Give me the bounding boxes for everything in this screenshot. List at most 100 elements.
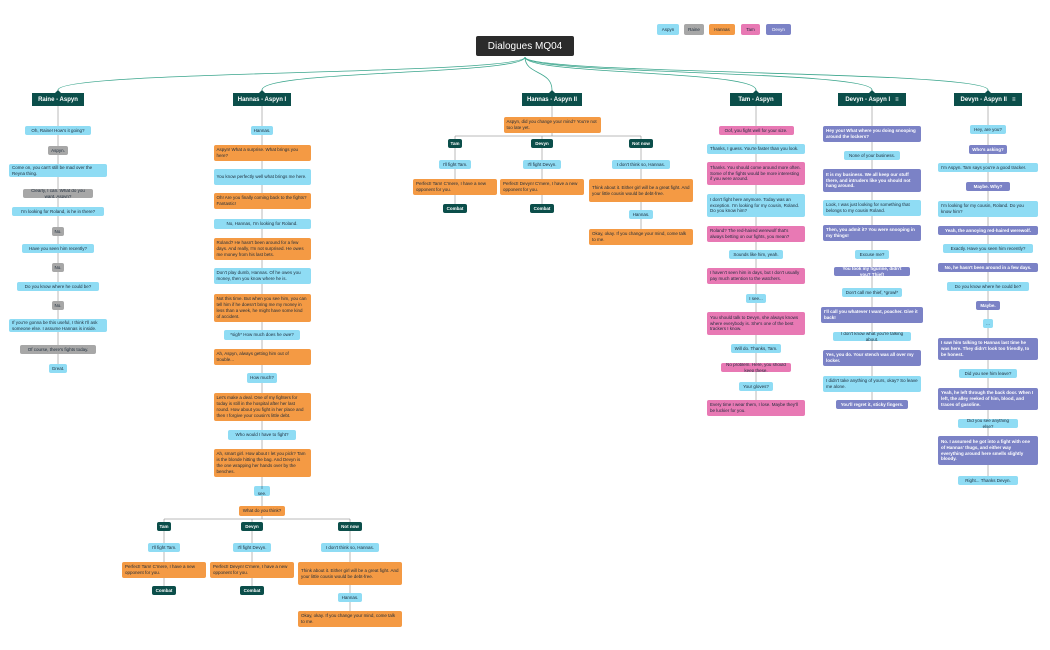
aspyn-line-node[interactable]: Right... Thanks Devyn.: [958, 476, 1018, 485]
tam-line-node[interactable]: Every time I wear them, I lose. Maybe th…: [707, 400, 805, 416]
aspyn-line-node[interactable]: I see...: [746, 294, 766, 303]
tam-line-node[interactable]: Thanks. You should come around more ofte…: [707, 162, 805, 185]
aspyn-line-node[interactable]: Don't play dumb, Hannas. Of he owes you …: [213, 268, 311, 284]
aspyn-line-node[interactable]: Hannas.: [629, 210, 653, 219]
column-header-1[interactable]: Hannas - Aspyn I: [233, 90, 291, 106]
aspyn-line-node[interactable]: ...: [983, 319, 993, 328]
combat-node[interactable]: Combat: [240, 586, 264, 595]
aspyn-line-node[interactable]: I'm Aspyn. Tam says you're a good tracke…: [938, 163, 1038, 172]
branch-option-1[interactable]: Devyn: [531, 139, 553, 148]
tam-line-node[interactable]: I haven't seen him in days, but I don't …: [707, 268, 805, 284]
aspyn-line-node[interactable]: Look, I was just looking for something t…: [823, 200, 921, 216]
aspyn-line-node[interactable]: Did you see him leave?: [959, 369, 1017, 378]
aspyn-line-node[interactable]: Don't call me thief, *growl*: [842, 288, 902, 297]
hannas-line-node[interactable]: Oh! Are you finally coming back to the f…: [213, 193, 311, 209]
hannas-line-node[interactable]: Okay, okay. If you change your mind, com…: [589, 229, 693, 245]
hannas-line-node[interactable]: Ah, smart girl. How about I let you pick…: [213, 449, 311, 477]
branch-option-0[interactable]: Tam: [448, 139, 462, 148]
aspyn-line-node[interactable]: I don't think so, Hannas.: [612, 160, 670, 169]
aspyn-line-node[interactable]: I'm looking for Roland, is he in there?: [12, 207, 104, 216]
aspyn-line-node[interactable]: Did you see anything else?: [958, 419, 1018, 428]
aspyn-line-node[interactable]: I'll fight Devyn.: [523, 160, 561, 169]
devyn-line-node[interactable]: You'll regret it, sticky fingers.: [836, 400, 908, 409]
devyn-line-node[interactable]: You took my figurine, didn't you? Thief!: [834, 267, 910, 276]
devyn-line-node[interactable]: Yeah, he left through the back door. Whe…: [938, 388, 1038, 410]
hannas-line-node[interactable]: Aspyn, did you change your mind? You're …: [503, 117, 601, 133]
combat-node[interactable]: Combat: [152, 586, 176, 595]
devyn-line-node[interactable]: Yeah, the annoying red-haired werewolf.: [938, 226, 1038, 235]
tam-line-node[interactable]: No problem. Here, you should keep these.: [721, 363, 791, 372]
hannas-line-node[interactable]: Perfect! Devyn! C'mere, I have a new opp…: [500, 179, 584, 195]
devyn-line-node[interactable]: Maybe. Why?: [966, 182, 1010, 191]
aspyn-line-node[interactable]: Do you know where he could be?: [947, 282, 1029, 291]
aspyn-line-node[interactable]: Your gloves?: [739, 382, 773, 391]
aspyn-line-node[interactable]: If you're gonna be this useful, I think …: [9, 319, 107, 332]
raine-line-node[interactable]: Aspyn.: [48, 146, 68, 155]
tam-line-node[interactable]: Roland? The red-haired werewolf that's a…: [707, 226, 805, 242]
hannas-line-node[interactable]: Perfect! Tam! C'mere, I have a new oppon…: [413, 179, 497, 195]
menu-lines-icon[interactable]: ≡: [895, 96, 899, 103]
column-header-2[interactable]: Hannas - Aspyn II: [522, 90, 582, 106]
aspyn-line-node[interactable]: Excuse me?: [855, 250, 889, 259]
aspyn-line-node[interactable]: Sounds like him, yeah.: [729, 250, 783, 259]
hannas-line-node[interactable]: Perfect! Tam! C'mere, I have a new oppon…: [122, 562, 206, 578]
raine-line-node[interactable]: No.: [52, 301, 64, 310]
combat-node[interactable]: Combat: [530, 204, 554, 213]
devyn-line-node[interactable]: Hey you! What where you doing snooping a…: [823, 126, 921, 142]
aspyn-line-node[interactable]: Have you seen him recently?: [22, 244, 94, 253]
devyn-line-node[interactable]: Yes, you do. Your stench was all over my…: [823, 350, 921, 366]
aspyn-line-node[interactable]: Who would I have to fight?: [228, 430, 296, 440]
aspyn-line-node[interactable]: Will do. Thanks, Tam.: [731, 344, 781, 353]
aspyn-line-node[interactable]: I'll fight Devyn.: [233, 543, 271, 552]
devyn-line-node[interactable]: I'll call you whatever I want, poacher. …: [821, 307, 923, 323]
aspyn-line-node[interactable]: None of your business.: [844, 151, 900, 160]
aspyn-line-node[interactable]: Exactly. Have you seen him recently?: [943, 244, 1033, 253]
raine-line-node[interactable]: Clearly, I can. What do you want, Aspyn?: [23, 189, 93, 198]
branch-option-2[interactable]: Not now: [338, 522, 362, 531]
aspyn-line-node[interactable]: *sigh* How much does he owe?: [224, 330, 300, 340]
aspyn-line-node[interactable]: I don't think so, Hannas.: [321, 543, 379, 552]
diagram-title[interactable]: Dialogues MQ04: [476, 36, 574, 56]
hannas-line-node[interactable]: Let's make a deal. One of my fighters fo…: [213, 393, 311, 421]
aspyn-line-node[interactable]: No, Hannas, I'm looking for Roland.: [213, 219, 311, 229]
devyn-line-node[interactable]: It is my business. We all keep our stuff…: [823, 169, 921, 192]
aspyn-line-node[interactable]: Oh, Raine! How's it going?: [25, 126, 91, 135]
raine-line-node[interactable]: No.: [52, 263, 64, 272]
raine-line-node[interactable]: No.: [52, 227, 64, 236]
hannas-line-node[interactable]: Okay, okay. If you change your mind, com…: [298, 611, 402, 627]
aspyn-line-node[interactable]: You know perfectly well what brings me h…: [213, 169, 311, 185]
hannas-line-node[interactable]: Think about it. Either girl will be a gr…: [589, 179, 693, 202]
hannas-line-node[interactable]: Roland? He hasn't been around for a few …: [213, 238, 311, 260]
devyn-line-node[interactable]: I saw him talking to Hannas last time he…: [938, 338, 1038, 360]
hannas-line-node[interactable]: Ah, Aspyn, always getting him out of tro…: [213, 349, 311, 365]
aspyn-line-node[interactable]: Come on, you can't still be mad over the…: [9, 164, 107, 177]
column-header-4[interactable]: Devyn - Aspyn I≡: [838, 90, 906, 106]
column-header-3[interactable]: Tam - Aspyn: [730, 90, 782, 106]
aspyn-line-node[interactable]: Hannas.: [338, 593, 362, 602]
column-header-5[interactable]: Devyn - Aspyn II≡: [954, 90, 1022, 106]
hannas-line-node[interactable]: Not this time. But when you see him, you…: [213, 294, 311, 322]
aspyn-line-node[interactable]: I see.: [254, 486, 270, 496]
tam-line-node[interactable]: Oof, you fight well for your size.: [718, 126, 794, 135]
combat-node[interactable]: Combat: [443, 204, 467, 213]
aspyn-line-node[interactable]: Hannas.: [251, 126, 273, 135]
aspyn-line-node[interactable]: Hey, are you?: [970, 125, 1006, 134]
aspyn-line-node[interactable]: I'll fight Tam.: [148, 543, 180, 552]
tam-line-node[interactable]: You should talk to Devyn, she always kno…: [707, 312, 805, 335]
column-header-0[interactable]: Raine - Aspyn: [32, 90, 84, 106]
aspyn-line-node[interactable]: I don't fight here anymore. Today was an…: [707, 194, 805, 217]
branch-option-0[interactable]: Tam: [157, 522, 171, 531]
aspyn-line-node[interactable]: I'll fight Tam.: [439, 160, 471, 169]
aspyn-line-node[interactable]: I don't know what you're talking about.: [833, 332, 911, 341]
devyn-line-node[interactable]: Who's asking?: [969, 145, 1007, 154]
branch-option-2[interactable]: Not now: [629, 139, 653, 148]
devyn-line-node[interactable]: No. I assumed he got into a fight with o…: [938, 436, 1038, 465]
aspyn-line-node[interactable]: How much?: [247, 373, 277, 383]
devyn-line-node[interactable]: Then, you admit it? You were snooping in…: [823, 225, 921, 241]
hannas-line-node[interactable]: Aspyn! What a surprise. What brings you …: [213, 145, 311, 161]
aspyn-line-node[interactable]: Great.: [49, 364, 67, 373]
aspyn-line-node[interactable]: I didn't take anything of yours, okay? S…: [823, 376, 921, 392]
aspyn-line-node[interactable]: Do you know where he could be?: [17, 282, 99, 291]
menu-lines-icon[interactable]: ≡: [1011, 96, 1016, 103]
branch-option-1[interactable]: Devyn: [241, 522, 263, 531]
